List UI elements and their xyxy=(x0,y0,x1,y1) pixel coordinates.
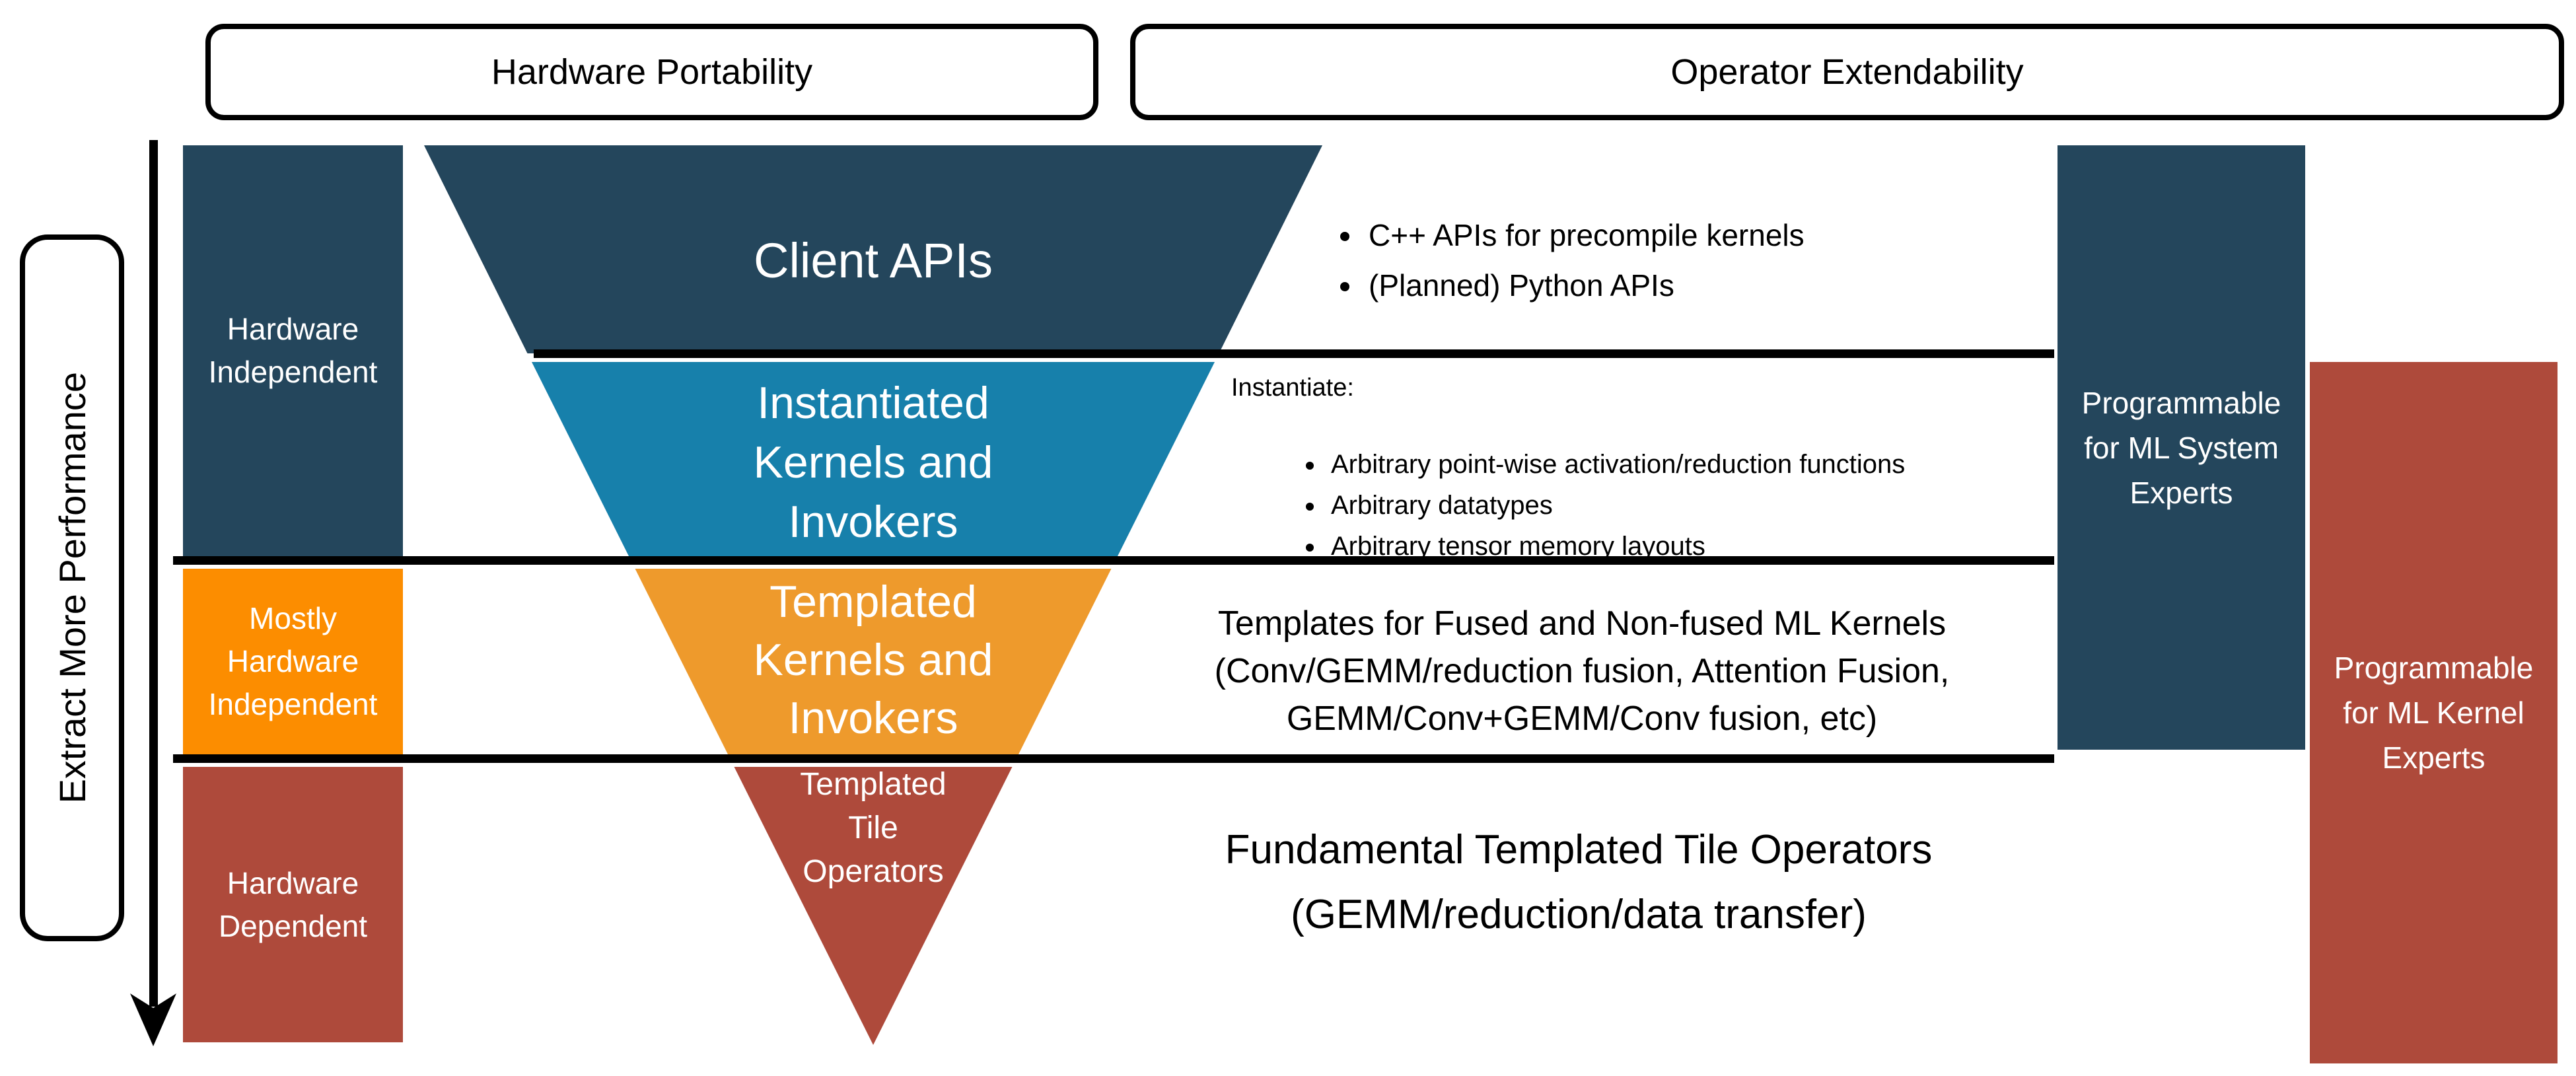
mostly-hardware-independent-label-line: Hardware xyxy=(227,644,359,678)
templated-kernels-label: Templated Kernels and Invokers xyxy=(754,573,993,747)
fundamental-annotation-line: Fundamental Templated Tile Operators xyxy=(1225,827,1933,873)
client-apis-label: Client APIs xyxy=(754,233,993,288)
funnel-layer-instantiated-kernels xyxy=(532,362,1215,560)
divider-line-2 xyxy=(173,556,2054,565)
hardware-independent-label-line: Hardware xyxy=(227,312,359,346)
templates-annotation-line: GEMM/Conv+GEMM/Conv fusion, etc) xyxy=(1286,699,1878,738)
ml-kernel-experts-label-line: Experts xyxy=(2382,740,2486,775)
client-api-bullet-list: C++ APIs for precompile kernels (Planned… xyxy=(1329,210,1805,310)
ml-kernel-experts-label-line: for ML Kernel xyxy=(2343,696,2524,730)
instantiate-bullet: Arbitrary tensor memory layouts xyxy=(1326,526,1905,567)
instantiate-bullet-list: Arbitrary point-wise activation/reductio… xyxy=(1291,444,1905,567)
instantiated-kernels-label-line: Invokers xyxy=(788,497,958,547)
ml-kernel-experts-column: Programmable for ML Kernel Experts xyxy=(2310,362,2558,1063)
templated-tile-operators-label: Templated Tile Operators xyxy=(800,763,946,894)
divider-line-3 xyxy=(173,754,2054,763)
templated-kernels-label-line: Templated xyxy=(769,577,977,627)
operator-extendability-label: Operator Extendability xyxy=(1670,52,2024,92)
hardware-independent-label-line: Independent xyxy=(208,355,378,389)
instantiate-bullet: Arbitrary datatypes xyxy=(1326,485,1905,526)
templates-annotation: Templates for Fused and Non-fused ML Ker… xyxy=(1123,600,2041,742)
ml-system-experts-label-line: Experts xyxy=(2129,475,2233,510)
ml-kernel-experts-label-line: Programmable xyxy=(2334,651,2534,685)
ml-system-experts-label-line: for ML System xyxy=(2084,430,2279,465)
hardware-independent-box: Hardware Independent xyxy=(183,145,403,556)
hardware-dependent-label-line: Hardware xyxy=(227,865,359,900)
hardware-dependent-box: Hardware Dependent xyxy=(183,767,403,1042)
operator-extendability-box: Operator Extendability xyxy=(1130,24,2564,120)
templated-tile-operators-label-line: Templated xyxy=(800,767,947,802)
templates-annotation-line: (Conv/GEMM/reduction fusion, Attention F… xyxy=(1214,652,1950,690)
hardware-portability-label: Hardware Portability xyxy=(491,52,813,92)
templated-kernels-label-line: Kernels and xyxy=(753,635,993,685)
client-api-bullet: (Planned) Python APIs xyxy=(1363,260,1805,310)
fundamental-annotation: Fundamental Templated Tile Operators (GE… xyxy=(1083,818,2074,947)
ml-system-experts-label-line: Programmable xyxy=(2081,385,2281,420)
templated-tile-operators-label-line: Operators xyxy=(803,854,944,889)
funnel-layer-templated-tile-operators xyxy=(734,767,1013,1045)
hardware-dependent-label-line: Dependent xyxy=(218,908,368,943)
mostly-hardware-independent-label-line: Independent xyxy=(208,687,378,721)
hardware-portability-box: Hardware Portability xyxy=(205,24,1098,120)
instantiate-heading: Instantiate: xyxy=(1231,374,1354,402)
funnel-layer-client-apis xyxy=(424,145,1322,353)
funnel-layer-templated-kernels xyxy=(635,569,1112,758)
client-api-bullet: C++ APIs for precompile kernels xyxy=(1363,210,1805,260)
templated-kernels-label-line: Invokers xyxy=(788,693,958,743)
mostly-hardware-independent-box: Mostly Hardware Independent xyxy=(183,569,403,754)
templated-tile-operators-label-line: Tile xyxy=(848,810,898,845)
divider-line-1 xyxy=(534,349,2054,358)
instantiated-kernels-label-line: Kernels and xyxy=(753,437,993,487)
instantiated-kernels-label-line: Instantiated xyxy=(757,378,989,428)
fundamental-annotation-line: (GEMM/reduction/data transfer) xyxy=(1291,892,1867,937)
mostly-hardware-independent-label-line: Mostly xyxy=(249,601,337,635)
extract-more-performance-box: Extract More Performance xyxy=(20,234,124,941)
instantiated-kernels-label: Instantiated Kernels and Invokers xyxy=(754,373,993,552)
instantiate-bullet: Arbitrary point-wise activation/reductio… xyxy=(1326,444,1905,485)
templates-annotation-line: Templates for Fused and Non-fused ML Ker… xyxy=(1217,604,1947,643)
ml-system-experts-column: Programmable for ML System Experts xyxy=(2057,145,2305,750)
